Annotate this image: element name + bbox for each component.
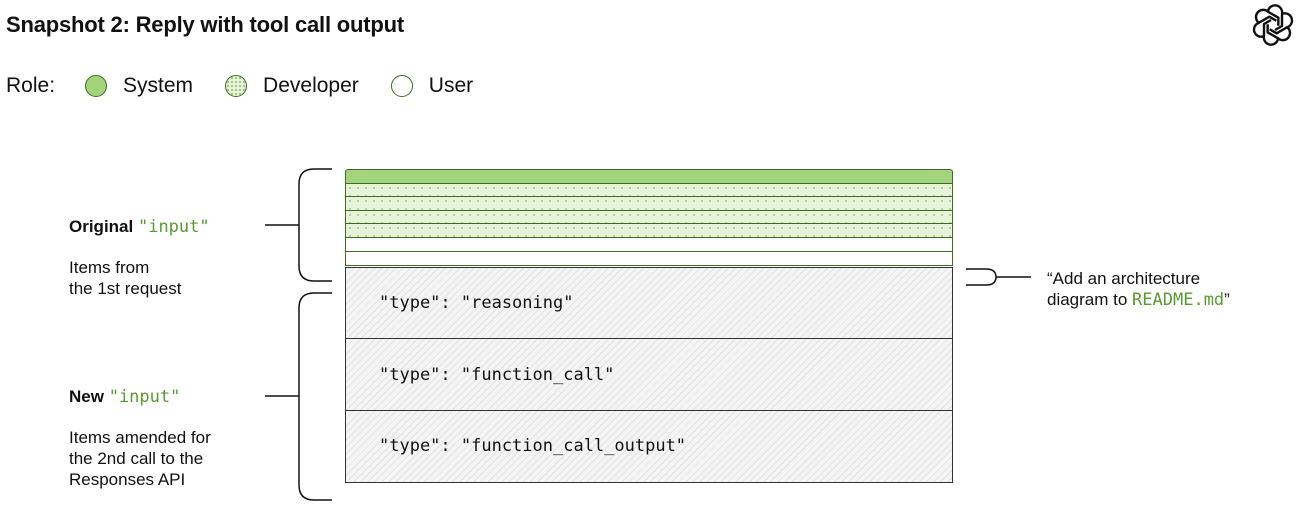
- legend-item-user: User: [390, 74, 474, 98]
- new-input-code: "input": [108, 387, 181, 407]
- description-line: Items from: [69, 258, 150, 277]
- original-input-heading: Original "input": [69, 216, 210, 238]
- function-call-output-item: "type": "function_call_output": [345, 409, 953, 483]
- new-label: New: [69, 387, 104, 406]
- new-input-brace: [298, 292, 332, 501]
- user-message-note: “Add an architecture diagram to README.m…: [1047, 268, 1230, 311]
- readme-filename: README.md: [1132, 290, 1225, 310]
- user-message-bracket: [966, 268, 997, 286]
- note-line: diagram to README.md”: [1047, 289, 1230, 311]
- new-input-label: New "input" Items amended for the 2nd ca…: [69, 386, 211, 490]
- note-text: diagram to: [1047, 290, 1133, 309]
- original-input-description: Items from the 1st request: [69, 257, 210, 299]
- page-title: Snapshot 2: Reply with tool call output: [6, 12, 404, 37]
- note-line: “Add an architecture: [1047, 269, 1201, 288]
- original-input-label: Original "input" Items from the 1st requ…: [69, 216, 210, 299]
- user-message-band: [345, 250, 953, 266]
- developer-message-band: [345, 196, 953, 212]
- input-items-stack: "type": "reasoning" "type": "function_ca…: [345, 169, 953, 483]
- legend-item-system: System: [85, 74, 193, 98]
- openai-logo-icon: [1252, 4, 1294, 46]
- note-text: ”: [1224, 290, 1230, 309]
- legend-item-label: System: [123, 74, 194, 97]
- user-swatch-icon: [390, 75, 413, 97]
- legend-item-label: Developer: [263, 74, 359, 97]
- system-swatch-icon: [85, 75, 108, 97]
- legend-label: Role:: [6, 74, 56, 97]
- original-input-code: "input": [137, 217, 210, 237]
- reasoning-item: "type": "reasoning": [345, 266, 953, 340]
- new-input-heading: New "input": [69, 386, 211, 408]
- description-line: the 1st request: [69, 279, 182, 298]
- developer-message-band: [345, 182, 953, 198]
- original-input-brace: [298, 168, 332, 282]
- developer-swatch-icon: [225, 75, 248, 97]
- description-line: Responses API: [69, 470, 186, 489]
- function-call-item: "type": "function_call": [345, 338, 953, 412]
- legend-item-developer: Developer: [225, 74, 359, 98]
- original-label: Original: [69, 217, 134, 236]
- developer-message-band: [345, 209, 953, 225]
- description-line: the 2nd call to the: [69, 449, 204, 468]
- description-line: Items amended for: [69, 428, 211, 447]
- new-input-description: Items amended for the 2nd call to the Re…: [69, 427, 211, 490]
- role-legend: Role: System Developer User: [6, 72, 505, 100]
- legend-item-label: User: [428, 74, 474, 97]
